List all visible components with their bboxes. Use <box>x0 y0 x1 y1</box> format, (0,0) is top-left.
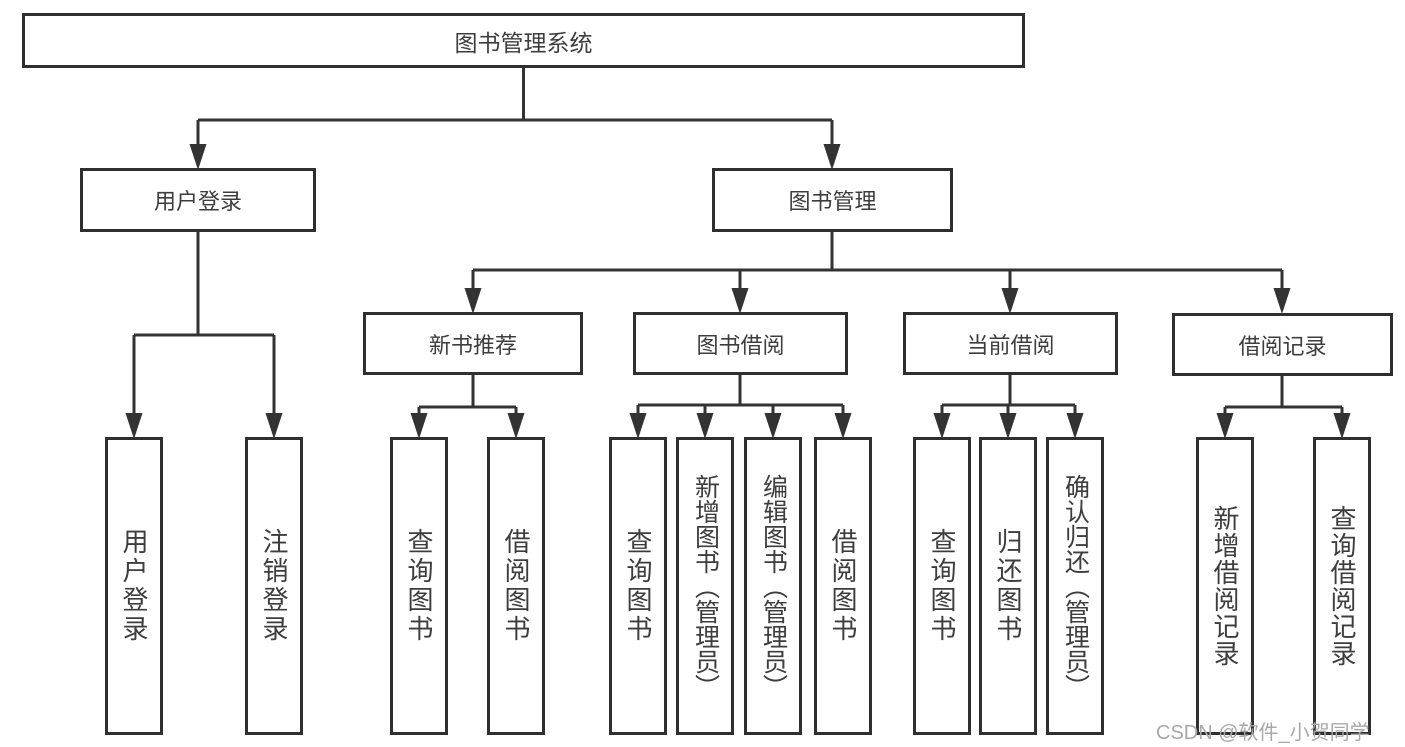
node-new-book-recommendation: 新书推荐 <box>363 312 583 375</box>
node-borrowing-records: 借阅记录 <box>1172 313 1393 376</box>
csdn-watermark: CSDN @软件_小贺同学 <box>1156 722 1370 744</box>
leaf-logout-label: 注销登录 <box>259 528 289 644</box>
leaf-add-borrow-record: 新增借阅记录 <box>1196 437 1254 735</box>
leaf-borrow-books-recommend-label: 借阅图书 <box>501 528 531 644</box>
leaf-query-books-recommend: 查询图书 <box>390 437 448 735</box>
leaf-query-books-borrowing-label: 查询图书 <box>623 528 653 644</box>
leaf-confirm-return-admin-label: 确认归还（管理员） <box>1061 473 1090 699</box>
leaf-edit-book-admin-label: 编辑图书（管理员） <box>759 473 788 699</box>
leaf-edit-book-admin: 编辑图书（管理员） <box>744 437 802 735</box>
leaf-add-book-admin: 新增图书（管理员） <box>676 437 734 735</box>
leaf-query-borrow-record: 查询借阅记录 <box>1313 437 1371 735</box>
node-user-login: 用户登录 <box>80 168 316 232</box>
node-current-borrowing-label: 当前借阅 <box>966 332 1055 358</box>
node-new-book-recommendation-label: 新书推荐 <box>428 332 517 358</box>
leaf-borrow-books-recommend: 借阅图书 <box>487 437 545 735</box>
node-borrowing-records-label: 借阅记录 <box>1238 333 1327 359</box>
node-root-system-label: 图书管理系统 <box>454 29 593 56</box>
leaf-return-books: 归还图书 <box>979 437 1037 735</box>
leaf-confirm-return-admin: 确认归还（管理员） <box>1046 437 1104 735</box>
node-book-management-label: 图书管理 <box>788 189 877 214</box>
leaf-query-books-current: 查询图书 <box>913 437 971 735</box>
leaf-add-book-admin-label: 新增图书（管理员） <box>691 473 720 699</box>
leaf-query-books-borrowing: 查询图书 <box>609 437 667 735</box>
leaf-query-borrow-record-label: 查询借阅记录 <box>1327 505 1357 667</box>
node-user-login-label: 用户登录 <box>153 189 242 214</box>
node-root-system: 图书管理系统 <box>22 13 1025 68</box>
leaf-logout: 注销登录 <box>245 437 303 735</box>
leaf-user-login: 用户登录 <box>105 437 163 735</box>
leaf-add-borrow-record-label: 新增借阅记录 <box>1210 505 1240 667</box>
leaf-borrow-books-borrowing: 借阅图书 <box>814 437 872 735</box>
node-book-borrowing: 图书借阅 <box>633 312 848 375</box>
node-book-borrowing-label: 图书借阅 <box>696 332 785 358</box>
node-current-borrowing: 当前借阅 <box>903 312 1118 375</box>
leaf-borrow-books-borrowing-label: 借阅图书 <box>828 528 858 644</box>
leaf-query-books-recommend-label: 查询图书 <box>404 528 434 644</box>
leaf-return-books-label: 归还图书 <box>993 528 1023 644</box>
leaf-query-books-current-label: 查询图书 <box>927 528 957 644</box>
leaf-user-login-label: 用户登录 <box>119 528 149 644</box>
node-book-management: 图书管理 <box>712 168 953 232</box>
